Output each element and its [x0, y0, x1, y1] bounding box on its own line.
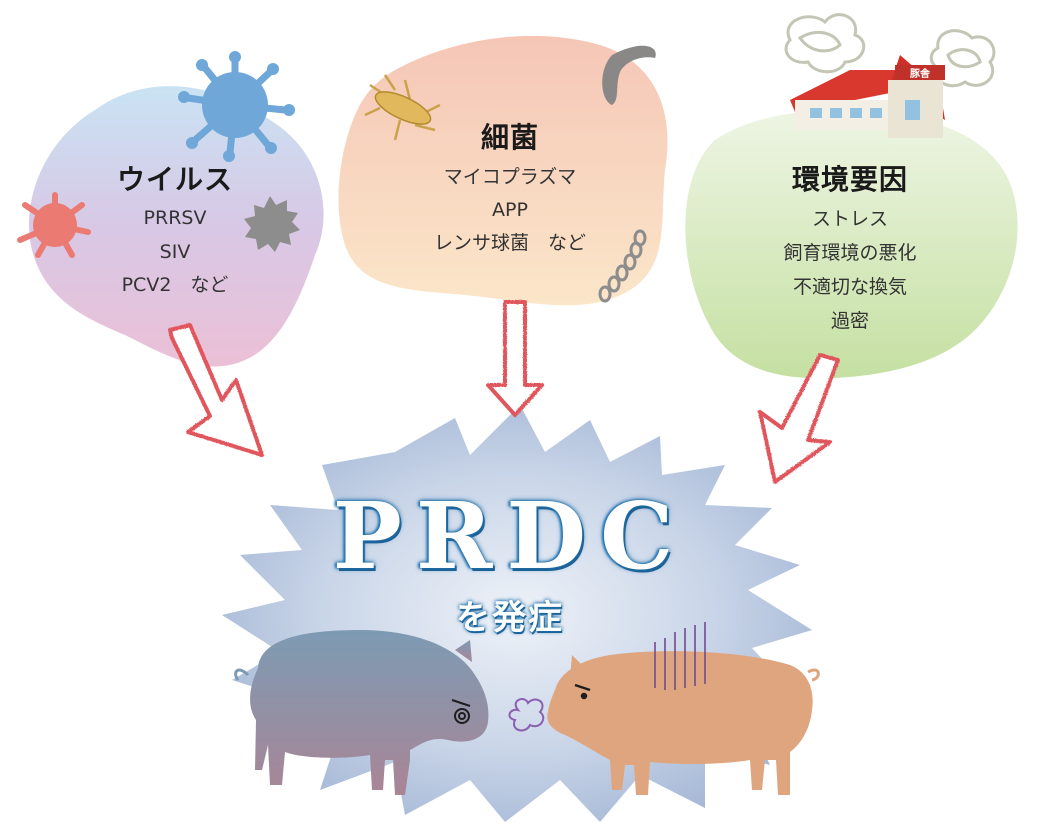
prdc-onset-label: を発症: [456, 598, 564, 638]
environment-blob: [685, 110, 1018, 379]
virus-red-icon: [17, 192, 91, 258]
bacteria-title: 細菌: [480, 121, 539, 154]
virus-title: ウイルス: [116, 163, 233, 196]
environment-item-overcrowding: 過密: [830, 310, 869, 332]
dizzy-eye-icon: [451, 699, 471, 724]
environment-item-ventilation: 不適切な換気: [792, 276, 907, 298]
environment-item-stress: ストレス: [811, 208, 888, 230]
virus-item-pcv2: PCV2 など: [121, 274, 229, 296]
virus-item-siv: SIV: [159, 241, 191, 263]
arrow-virus: [168, 323, 264, 457]
virus-gray-icon: [244, 196, 300, 252]
rod-bacteria-icon: [602, 45, 656, 105]
bacteria-item-streptococcus: レンサ球菌 など: [433, 232, 586, 254]
environment-item-worse-conditions: 飼育環境の悪化: [783, 242, 917, 264]
virus-blue-icon: [178, 51, 295, 162]
bacillus-icon: [364, 74, 441, 141]
virus-blob: [29, 86, 324, 367]
arrow-bacteria: [486, 300, 544, 417]
arrow-environment: [758, 353, 840, 484]
farm-sign-text: 豚舎: [910, 67, 931, 80]
virus-item-prrsv: PRRSV: [143, 207, 207, 229]
angry-pig-left-icon: [234, 630, 489, 795]
angry-pig-right-icon: [547, 651, 820, 795]
prdc-title: PRDC: [332, 482, 688, 590]
angry-eye-icon: [574, 683, 591, 700]
bacteria-blob: [338, 35, 668, 306]
stress-cloud-left-icon: [784, 13, 866, 74]
bacteria-item-app: APP: [492, 199, 528, 221]
stress-lines-icon: [654, 622, 706, 690]
pig-farm-house-icon: [790, 55, 945, 138]
environment-title: 環境要因: [791, 163, 908, 196]
bacteria-item-mycoplasma: マイコプラズマ: [443, 166, 577, 188]
snort-puff-icon: [508, 698, 545, 732]
streptococcus-icon: [598, 229, 647, 303]
